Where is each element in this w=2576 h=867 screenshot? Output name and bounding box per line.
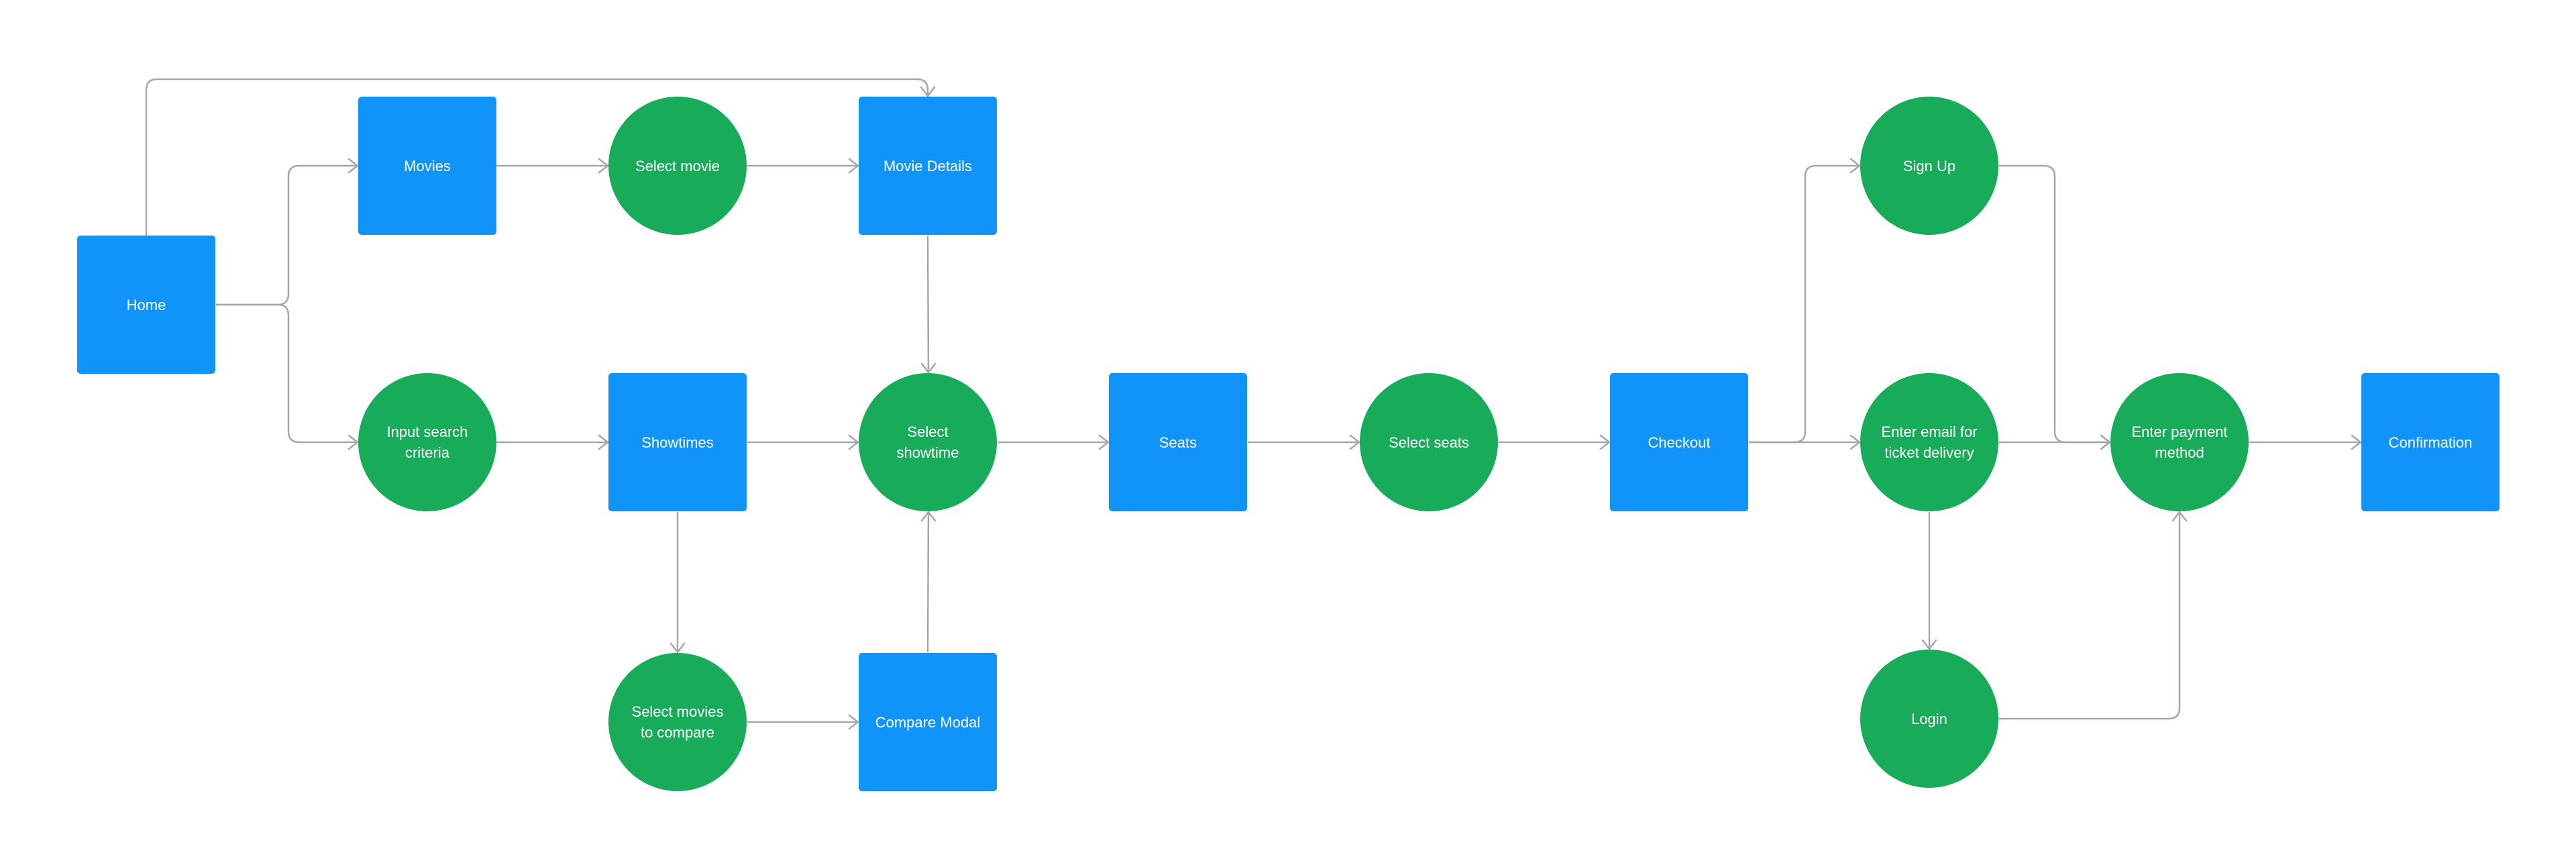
node-label: Select seats bbox=[1389, 434, 1469, 451]
action-node-enter-email: Enter email for ticket delivery bbox=[1860, 373, 1998, 511]
arrowhead-icon bbox=[598, 434, 609, 450]
arrowhead-icon bbox=[1599, 434, 1611, 450]
connector-line bbox=[1999, 164, 2110, 444]
node-label: Input search criteria bbox=[386, 423, 468, 461]
node-label: Movies bbox=[404, 157, 451, 174]
action-node-input-search-criteria: Input search criteria bbox=[358, 373, 496, 511]
arrowhead-icon bbox=[2171, 511, 2188, 522]
node-label: Seats bbox=[1159, 434, 1197, 451]
connector-home-to-movie-details bbox=[145, 78, 936, 236]
connector-sign-up-to-enter-payment bbox=[1999, 164, 2111, 450]
connector-line bbox=[216, 164, 358, 306]
arrowhead-icon bbox=[2351, 434, 2362, 450]
arrowhead-icon bbox=[669, 642, 686, 654]
connector-line bbox=[1999, 512, 2181, 720]
connector-compare-modal-to-select-showtime bbox=[920, 511, 936, 653]
arrowhead-icon bbox=[920, 362, 936, 374]
arrowhead-icon bbox=[1349, 434, 1360, 450]
screen-node-confirmation: Confirmation bbox=[2361, 373, 2500, 511]
node-label: Select movie bbox=[635, 157, 720, 174]
connector-select-seats-to-checkout bbox=[1499, 434, 1611, 450]
connector-checkout-to-enter-email bbox=[1749, 434, 1861, 450]
node-label: Compare Modal bbox=[875, 713, 981, 731]
node-label: Movie Details bbox=[883, 157, 973, 174]
node-label: Sign Up bbox=[1902, 157, 1956, 174]
connector-input-search-criteria-to-showtimes bbox=[496, 434, 609, 450]
action-node-select-showtime: Select showtime bbox=[859, 373, 997, 511]
screen-node-movies: Movies bbox=[358, 97, 496, 235]
node-label: Confirmation bbox=[2388, 434, 2473, 451]
arrowhead-icon bbox=[598, 158, 609, 174]
screen-node-movie-details: Movie Details bbox=[859, 97, 997, 235]
arrowhead-icon bbox=[920, 86, 936, 97]
arrowhead-icon bbox=[2100, 434, 2111, 450]
connector-showtimes-to-select-showtime bbox=[747, 434, 859, 450]
screen-node-seats: Seats bbox=[1109, 373, 1247, 511]
connector-select-movies-compare-to-compare-modal bbox=[747, 714, 859, 730]
arrowhead-icon bbox=[1098, 434, 1110, 450]
screen-node-home: Home bbox=[77, 236, 215, 374]
connector-line bbox=[1749, 164, 1860, 444]
connector-showtimes-to-select-movies-compare bbox=[669, 512, 686, 654]
node-label: Enter email for ticket delivery bbox=[1881, 423, 1978, 461]
node-label: Checkout bbox=[1648, 434, 1711, 451]
connector-enter-email-to-enter-payment bbox=[1999, 434, 2111, 450]
action-node-select-seats: Select seats bbox=[1360, 373, 1498, 511]
connector-home-to-movies bbox=[216, 158, 359, 306]
arrowhead-icon bbox=[920, 511, 936, 522]
connector-login-to-enter-payment bbox=[1999, 511, 2188, 720]
arrowhead-icon bbox=[347, 158, 359, 174]
connector-movie-details-to-select-showtime bbox=[920, 235, 936, 374]
node-label: Login bbox=[1911, 710, 1947, 727]
action-node-login: Login bbox=[1860, 650, 1998, 788]
node-label: Select showtime bbox=[896, 423, 959, 461]
action-node-enter-payment: Enter payment method bbox=[2110, 373, 2249, 511]
arrowhead-icon bbox=[1849, 434, 1861, 450]
node-label: Home bbox=[126, 296, 166, 313]
connector-line bbox=[145, 78, 929, 236]
connector-movies-to-select-movie bbox=[496, 158, 609, 174]
arrowhead-icon bbox=[848, 714, 859, 730]
arrowhead-icon bbox=[347, 434, 359, 450]
screen-node-showtimes: Showtimes bbox=[608, 373, 747, 511]
connector-seats-to-select-seats bbox=[1248, 434, 1360, 450]
connector-enter-email-to-login bbox=[1921, 512, 1937, 650]
action-node-select-movie: Select movie bbox=[608, 97, 747, 235]
screen-node-checkout: Checkout bbox=[1610, 373, 1748, 511]
connector-home-to-input-search-criteria bbox=[216, 303, 359, 450]
arrowhead-icon bbox=[1849, 158, 1861, 174]
node-label: Select movies to compare bbox=[631, 703, 724, 741]
connector-select-showtime-to-seats bbox=[998, 434, 1110, 450]
arrowhead-icon bbox=[848, 158, 859, 174]
node-label: Showtimes bbox=[641, 434, 714, 451]
node-label: Enter payment method bbox=[2131, 423, 2228, 461]
action-node-sign-up: Sign Up bbox=[1860, 97, 1998, 235]
connector-enter-payment-to-confirmation bbox=[2249, 434, 2362, 450]
connector-line bbox=[216, 303, 358, 444]
arrowhead-icon bbox=[1921, 639, 1937, 650]
connector-checkout-to-sign-up bbox=[1749, 158, 1861, 444]
action-node-select-movies-compare: Select movies to compare bbox=[608, 653, 747, 791]
arrowhead-icon bbox=[848, 434, 859, 450]
connector-select-movie-to-movie-details bbox=[747, 158, 859, 174]
screen-node-compare-modal: Compare Modal bbox=[859, 653, 997, 791]
